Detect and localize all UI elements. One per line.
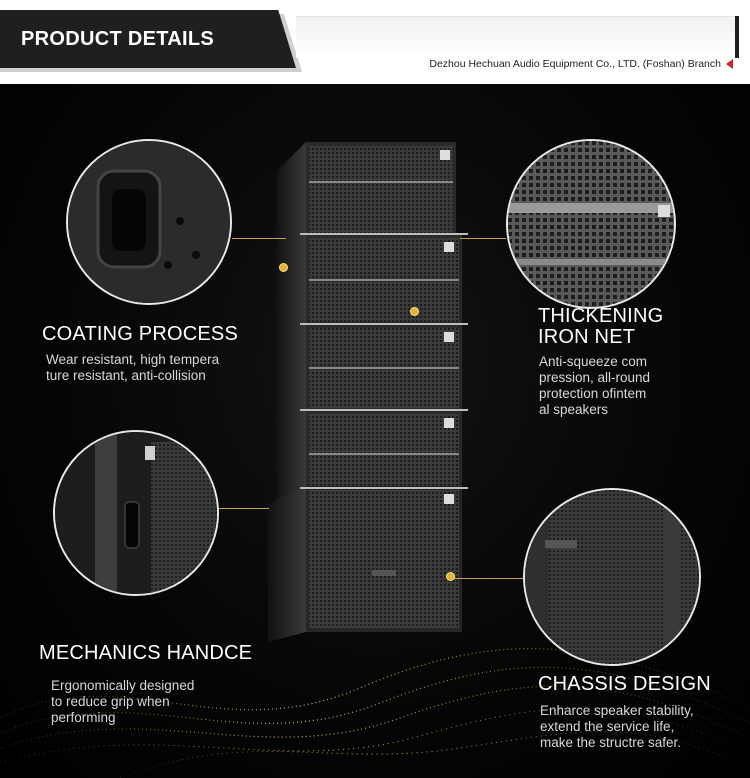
iron-net-closeup-image (508, 141, 674, 307)
feature-desc-iron-net: Anti-squeeze com pression, all-round pro… (539, 354, 651, 417)
feature-title-mechanics: MECHANICS HANDCE (39, 642, 253, 664)
header-bar (0, 10, 296, 68)
rigging-hardware (300, 233, 468, 489)
lead-line-iron-net (460, 238, 506, 239)
lead-line-chassis (454, 578, 523, 579)
feature-title-iron-net: THICKENING IRON NET (538, 305, 664, 348)
marker-dot-coating (279, 263, 288, 272)
feature-title-coating: COATING PROCESS (42, 323, 238, 345)
detail-circle-chassis (523, 488, 701, 666)
cabinet-2 (276, 234, 462, 342)
detail-circle-iron-net (506, 139, 676, 309)
speaker-stack-illustration (268, 142, 468, 642)
feature-desc-coating: Wear resistant, high tempera ture resist… (46, 352, 220, 383)
header: PRODUCT DETAILS Dezhou Hechuan Audio Equ… (0, 0, 750, 84)
handle-closeup-image (68, 141, 230, 303)
detail-circle-coating (66, 139, 232, 305)
detail-circle-mechanics (53, 430, 219, 596)
feature-desc-chassis: Enharce speaker stability, extend the se… (540, 703, 694, 750)
company-name: Dezhou Hechuan Audio Equipment Co., LTD.… (429, 58, 721, 70)
feature-title-chassis: CHASSIS DESIGN (538, 673, 711, 695)
chassis-closeup-image (525, 490, 699, 664)
cabinet-1 (276, 142, 456, 254)
mechanics-closeup-image (55, 432, 217, 594)
header-rule (735, 16, 739, 58)
product-panel: COATING PROCESS Wear resistant, high tem… (0, 84, 750, 778)
lead-line-mechanics (219, 508, 269, 509)
marker-dot-chassis (446, 572, 455, 581)
cabinet-3 (276, 324, 462, 428)
lead-line-coating (232, 238, 286, 239)
cabinet-4 (276, 410, 462, 510)
page-title: PRODUCT DETAILS (21, 28, 215, 50)
header-stripe (296, 16, 736, 58)
subwoofer-cabinet (268, 486, 462, 642)
feature-desc-mechanics: Ergonomically designed to reduce grip wh… (51, 678, 195, 725)
arrow-left-icon (726, 59, 733, 69)
marker-dot-iron-net (410, 307, 419, 316)
